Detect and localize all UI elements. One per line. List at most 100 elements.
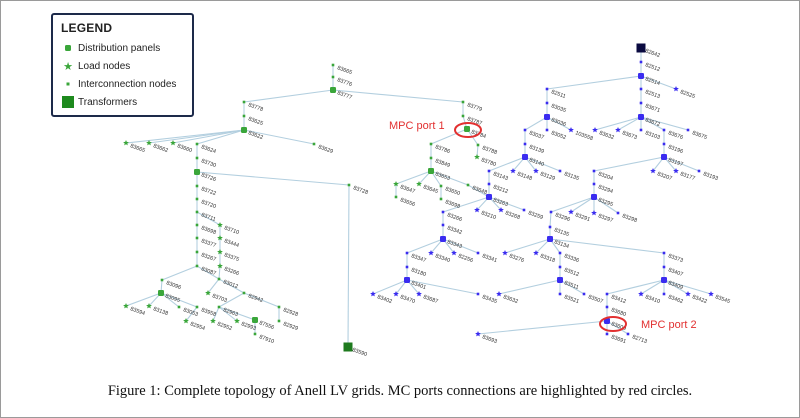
node-label: 82952	[216, 321, 232, 332]
node-83210: 83210	[474, 207, 497, 221]
node-83402: 83402	[370, 291, 393, 305]
edge-line	[467, 184, 490, 198]
node-83318: 83318	[533, 250, 556, 264]
node-label: 83267	[200, 252, 216, 263]
node-83594: 83594	[123, 303, 146, 317]
node-83632: 83632	[592, 127, 615, 141]
node-label: 83545	[714, 294, 730, 305]
load-node-icon	[123, 303, 129, 309]
node-label: 83340	[434, 253, 450, 264]
small-dot-icon	[61, 81, 75, 87]
edge-line	[640, 116, 665, 131]
node-label: 83336	[563, 253, 579, 264]
port1-label: MPC port 1	[389, 120, 445, 132]
legend-title: LEGEND	[61, 21, 113, 35]
load-node-icon	[592, 127, 598, 133]
node-label: 83435	[481, 294, 497, 305]
node-label: 83422	[691, 294, 707, 305]
interconnection-node-icon	[242, 114, 246, 118]
load-node-icon	[568, 209, 574, 215]
node-83444: 83444	[217, 235, 240, 249]
node-label: 83294	[597, 184, 613, 195]
node-label: 83470	[399, 294, 415, 305]
node-label: 83134	[553, 239, 569, 250]
edge-line	[617, 116, 642, 131]
node-83703: 83703	[205, 290, 228, 304]
edge-line	[593, 156, 665, 172]
distribution-panel-icon	[440, 236, 446, 242]
load-node-icon	[474, 154, 480, 160]
node-label: 82942	[247, 293, 263, 304]
node-label: 83665	[129, 143, 145, 154]
node-87556: 87556	[252, 317, 275, 331]
interconnection-node-icon	[626, 332, 630, 336]
legend-item-distribution-panels: Distribution panels	[61, 39, 184, 57]
node-label: 83410	[644, 294, 660, 305]
node-83135: 83135	[548, 225, 570, 238]
node-label: 83343	[446, 239, 462, 250]
node-label: 83650	[444, 186, 460, 197]
node-label: 83600	[610, 321, 626, 332]
node-83665: 83665	[123, 140, 146, 154]
node-label: 83629	[317, 144, 333, 155]
interconnection-node-icon	[277, 319, 281, 323]
interconnection-node-icon	[548, 225, 552, 229]
load-node-icon	[217, 222, 223, 228]
interconnection-node-icon	[545, 101, 549, 105]
node-label: 83347	[410, 253, 426, 264]
node-label: 83291	[574, 212, 590, 223]
node-label: 83662	[152, 143, 168, 154]
node-83784: 83784	[464, 126, 487, 140]
node-83207: 83207	[650, 168, 673, 182]
node-82642: 82642	[636, 43, 661, 59]
node-label: 83648	[471, 185, 487, 196]
node-label: 83778	[247, 102, 263, 113]
node-83297: 83297	[591, 210, 614, 224]
load-node-icon	[183, 318, 189, 324]
node-83710: 83710	[217, 222, 240, 236]
interconnection-node-icon	[331, 63, 335, 67]
node-label: 83594	[129, 306, 145, 317]
node-83590: 83590	[343, 342, 368, 358]
node-83139: 83139	[523, 142, 545, 155]
node-83730: 83730	[195, 156, 217, 169]
load-node-icon	[217, 263, 223, 269]
node-83507: 83507	[582, 292, 604, 305]
load-node-icon	[650, 168, 656, 174]
node-83298: 83298	[616, 211, 638, 224]
edge-line	[477, 320, 608, 335]
node-83035: 83035	[545, 101, 567, 114]
load-node-icon	[533, 250, 539, 256]
distribution-panel-icon	[638, 114, 644, 120]
edge-line	[504, 238, 551, 254]
node-83786: 83786	[429, 142, 451, 155]
node-83672: 83672	[638, 114, 661, 128]
node-label: 83777	[336, 90, 352, 101]
interconnection-node-icon	[686, 128, 690, 132]
node-83276: 83276	[502, 250, 525, 264]
node-83134: 83134	[547, 236, 570, 250]
distribution-panel-icon	[661, 154, 667, 160]
edge-line	[488, 196, 525, 211]
node-label: 82642	[644, 48, 660, 59]
distribution-panel-icon	[158, 290, 164, 296]
node-label: 82929	[282, 321, 298, 332]
node-83470: 83470	[393, 291, 416, 305]
node-83294: 83294	[592, 182, 614, 195]
distribution-panel-icon	[252, 317, 258, 323]
interconnection-node-icon	[523, 142, 527, 146]
edge-line	[442, 196, 490, 213]
interconnection-node-icon	[616, 211, 620, 215]
interconnection-node-icon	[195, 210, 199, 214]
node-83296: 83296	[549, 210, 571, 223]
node-label: 83632	[502, 294, 518, 305]
distribution-panel-icon	[557, 277, 563, 283]
interconnection-node-icon	[195, 156, 199, 160]
node-83052: 83052	[545, 128, 567, 141]
distribution-panel-icon	[544, 114, 550, 120]
node-label: 83672	[644, 117, 660, 128]
node-label: 82954	[189, 321, 205, 332]
node-label: 83511	[563, 280, 579, 291]
node-83687: 83687	[416, 291, 439, 305]
nodes-layer: 8366583776837778377983787837848378683849…	[123, 43, 731, 358]
